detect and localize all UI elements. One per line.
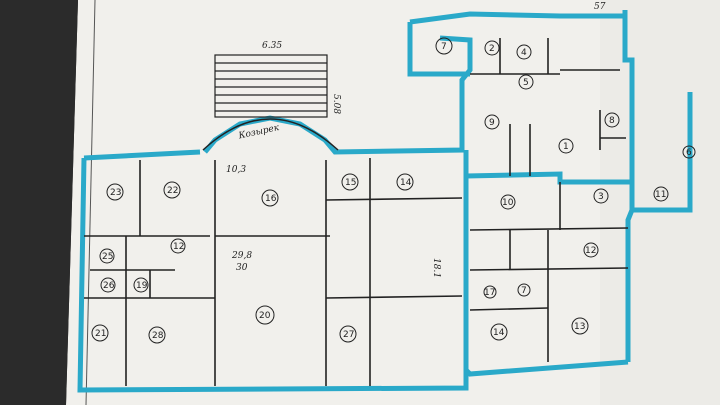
right-block: [407, 10, 693, 377]
room-label: 21: [91, 324, 109, 342]
room-label: 4: [516, 44, 532, 60]
room-label: 2: [484, 40, 500, 56]
room-label: 14: [396, 173, 414, 191]
svg-text:12: 12: [585, 246, 596, 256]
svg-text:2: 2: [489, 44, 495, 54]
paper-sheet: [66, 0, 720, 405]
svg-text:4: 4: [521, 48, 527, 58]
photo-corner-shadow: [0, 0, 78, 405]
room-label: 20: [255, 305, 275, 325]
svg-text:7: 7: [441, 42, 447, 52]
sheet-frame-line: [85, 0, 96, 405]
svg-text:19: 19: [136, 281, 148, 291]
corridor-mark: 18.1: [431, 258, 441, 278]
svg-text:5: 5: [523, 78, 529, 88]
svg-text:21: 21: [95, 329, 106, 339]
room-label: 22: [163, 181, 181, 199]
room-label: 25: [99, 248, 115, 264]
room-label: 28: [148, 326, 166, 344]
area-mark: 29,8: [231, 251, 252, 261]
room-label: 9: [484, 114, 500, 130]
svg-text:16: 16: [265, 194, 277, 204]
svg-text:9: 9: [489, 118, 495, 128]
room-label: 8: [604, 112, 620, 128]
right-interior-walls: [469, 38, 629, 362]
room-label: 11: [653, 186, 669, 202]
left-interior-walls: [84, 158, 463, 386]
svg-text:22: 22: [167, 186, 178, 196]
svg-text:14: 14: [493, 328, 505, 338]
stair-side-mark: 5.08: [331, 94, 341, 114]
room-label: 3: [593, 188, 609, 204]
svg-text:6: 6: [686, 148, 692, 158]
porch-arc: [202, 118, 339, 151]
svg-text:14: 14: [400, 178, 412, 188]
svg-text:1: 1: [563, 142, 569, 152]
room-label: 19: [133, 277, 149, 293]
svg-text:28: 28: [152, 331, 164, 341]
room-label: 10: [500, 194, 516, 210]
room-label: 27: [339, 325, 357, 343]
paper-shade: [600, 0, 720, 405]
svg-text:26: 26: [103, 281, 115, 291]
room-label: 16: [261, 189, 279, 207]
room-label: 14: [490, 323, 508, 341]
entrance-stairs: [214, 54, 328, 118]
svg-text:17: 17: [484, 288, 495, 298]
area-sub-mark: 30: [236, 263, 248, 273]
room-label: 15: [341, 173, 359, 191]
svg-text:15: 15: [345, 178, 356, 188]
svg-text:25: 25: [102, 252, 113, 262]
room-labels-right: 7 2 4 5 9 1 8 3 11 10 12 13 7 6 14 17: [435, 37, 696, 341]
top-dimension-mark: 6.35: [262, 41, 282, 51]
svg-text:11: 11: [655, 190, 666, 200]
room-label: 23: [106, 183, 124, 201]
svg-text:12: 12: [173, 242, 184, 252]
svg-text:10: 10: [502, 198, 514, 208]
svg-text:13: 13: [574, 322, 585, 332]
room-label: 5: [518, 74, 534, 90]
room-label: 12: [583, 242, 599, 258]
top-right-mark: 57: [594, 2, 606, 12]
room-label: 7: [517, 283, 531, 297]
room-label: 1: [558, 138, 574, 154]
room-labels-left: 23 22 25 26 12 19 21 28 16 20 15 14 27: [91, 173, 414, 344]
room-label: 13: [571, 317, 589, 335]
hall-mark: 10,3: [226, 165, 246, 175]
room-label: 26: [100, 277, 116, 293]
svg-text:8: 8: [609, 116, 615, 126]
svg-text:7: 7: [521, 286, 527, 296]
room-label: 6: [682, 145, 696, 159]
svg-text:3: 3: [598, 192, 604, 202]
room-label: 7: [435, 37, 453, 55]
room-label: 12: [170, 238, 186, 254]
room-label: 17: [483, 285, 497, 299]
svg-text:27: 27: [343, 330, 354, 340]
svg-text:23: 23: [110, 188, 121, 198]
svg-text:20: 20: [259, 311, 271, 321]
